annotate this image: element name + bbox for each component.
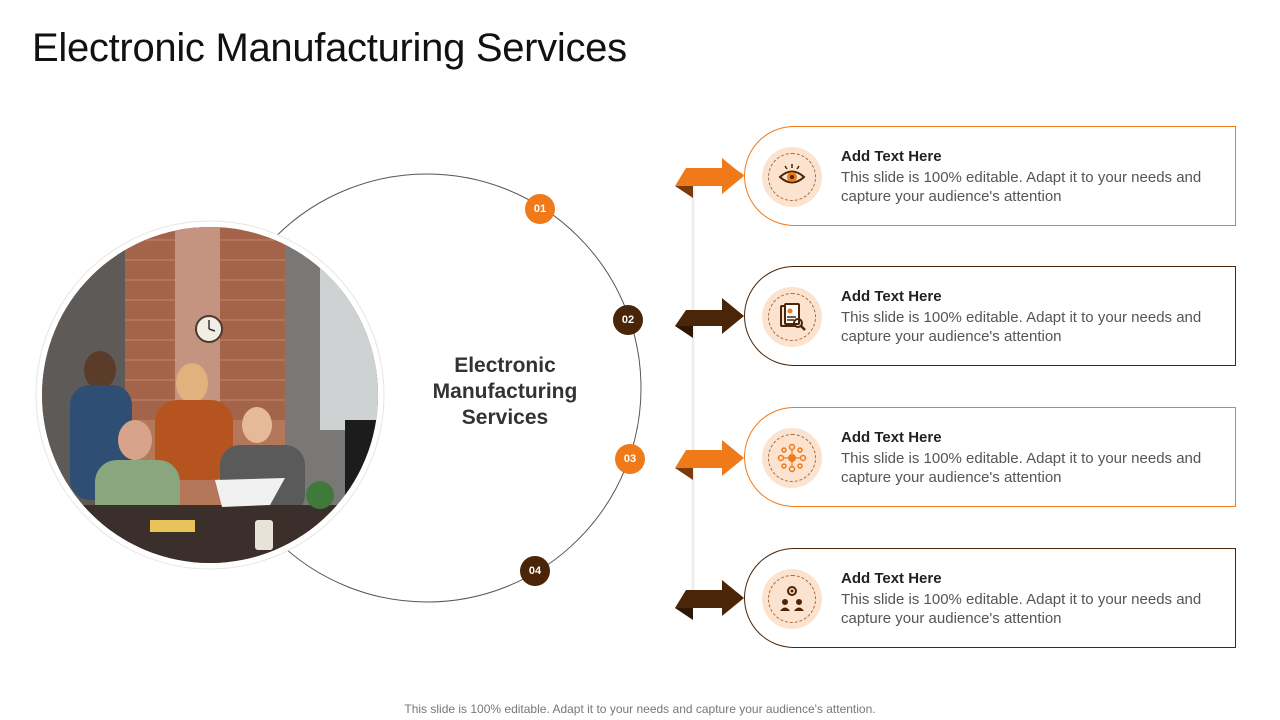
network-hub-icon: [768, 434, 816, 482]
step-badge-03: 03: [615, 444, 645, 474]
card-body: This slide is 100% editable. Adapt it to…: [841, 169, 1202, 205]
eye-icon: [768, 153, 816, 201]
step-badge-01: 01: [525, 194, 555, 224]
step-card-3: Add Text Here This slide is 100% editabl…: [744, 407, 1236, 507]
page-title: Electronic Manufacturing Services: [32, 26, 627, 70]
arrow-2: [675, 298, 744, 338]
step-card-2: Add Text Here This slide is 100% editabl…: [744, 266, 1236, 366]
card-heading: Add Text Here: [841, 288, 942, 305]
card-heading: Add Text Here: [841, 570, 942, 587]
document-search-icon: [768, 293, 816, 341]
team-meeting-photo: [35, 220, 385, 570]
arrow-4: [675, 580, 744, 620]
step-badge-04: 04: [520, 556, 550, 586]
card-heading: Add Text Here: [841, 148, 942, 165]
center-label: Electronic Manufacturing Services: [432, 354, 578, 429]
card-body: This slide is 100% editable. Adapt it to…: [841, 309, 1202, 345]
card-heading: Add Text Here: [841, 429, 942, 446]
step-card-4: Add Text Here This slide is 100% editabl…: [744, 548, 1236, 648]
card-body: This slide is 100% editable. Adapt it to…: [841, 591, 1202, 627]
team-gear-icon: [768, 575, 816, 623]
card-body: This slide is 100% editable. Adapt it to…: [841, 450, 1202, 486]
step-badge-02: 02: [613, 305, 643, 335]
step-card-1: Add Text Here This slide is 100% editabl…: [744, 126, 1236, 226]
arrow-3: [675, 440, 744, 480]
arrow-1: [675, 158, 744, 198]
footer-note: This slide is 100% editable. Adapt it to…: [404, 702, 876, 716]
